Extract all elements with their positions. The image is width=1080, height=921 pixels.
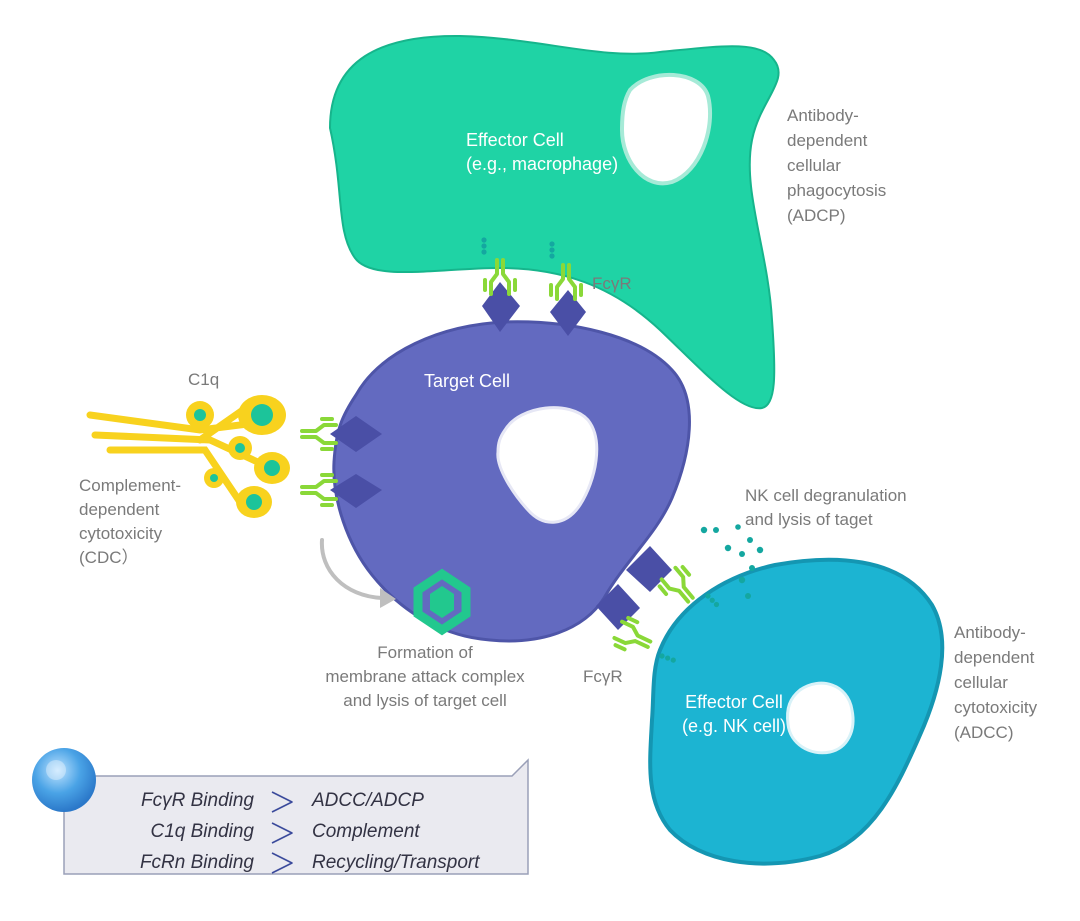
fcgr-top-label: FcγR bbox=[592, 274, 632, 293]
mac-formation-arrow bbox=[319, 538, 396, 608]
legend-effect-complement: Complement bbox=[312, 821, 420, 842]
antigen-left-upper bbox=[330, 416, 382, 452]
nk-granules bbox=[700, 524, 764, 599]
effector-macrophage-label: Effector Cell (e.g., macrophage) bbox=[466, 130, 619, 174]
fcgr-bottom-label: FcγR bbox=[583, 667, 623, 686]
mac-label: Formation of membrane attack complex and… bbox=[325, 643, 525, 710]
legend-box bbox=[32, 748, 529, 875]
adcc-label: Antibody- dependent cellular cytotoxicit… bbox=[954, 623, 1038, 742]
macrophage-cell bbox=[328, 34, 780, 410]
antigen-top-right bbox=[550, 290, 586, 336]
effector-nk-label: Effector Cell (e.g. NK cell) bbox=[681, 692, 787, 736]
legend-binding-c1q: C1q Binding bbox=[150, 821, 254, 842]
nk-degranulation-label: NK cell degranulation and lysis of taget bbox=[745, 486, 907, 529]
nk-cell bbox=[648, 557, 945, 866]
membrane-attack-complex-icon bbox=[413, 568, 471, 636]
target-cell bbox=[332, 320, 691, 643]
adcp-label: Antibody- dependent cellular phagocytosi… bbox=[787, 106, 887, 225]
legend-binding-fcrn: FcRn Binding bbox=[139, 852, 254, 873]
legend-binding-fcgr: FcγR Binding bbox=[141, 790, 254, 811]
c1q-complex bbox=[86, 395, 290, 518]
target-nucleus bbox=[496, 406, 599, 524]
legend-effect-recycling: Recycling/Transport bbox=[312, 852, 480, 873]
target-cell-label: Target Cell bbox=[424, 371, 511, 391]
chevron-icon bbox=[271, 791, 293, 874]
macrophage-nucleus bbox=[619, 72, 713, 186]
nk-nucleus bbox=[786, 681, 855, 755]
antigen-left-lower bbox=[330, 474, 382, 508]
cell-icon bbox=[32, 748, 96, 812]
cdc-label: Complement- dependent cytotoxicity (CDC） bbox=[79, 476, 182, 567]
legend-effect-adcc: ADCC/ADCP bbox=[312, 790, 424, 811]
c1q-label: C1q bbox=[188, 370, 220, 389]
